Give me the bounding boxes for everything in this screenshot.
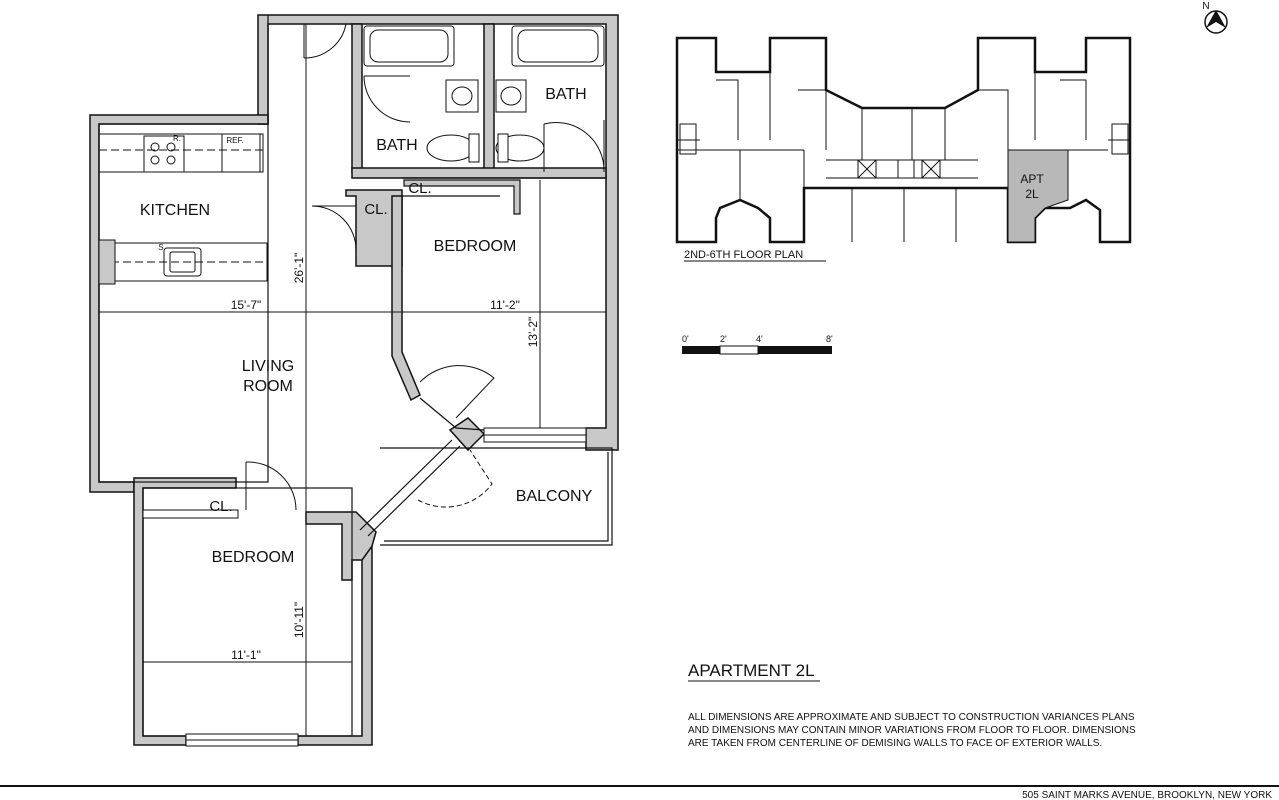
bedroom-width-dim: 11'-2" [490,298,520,312]
scale-tick-4: 4' [756,334,763,344]
range-label: R. [173,134,181,143]
dimension-lines [99,24,606,736]
room-labels: KITCHEN LIVING ROOM BEDROOM BEDROOM BATH… [140,86,593,566]
scale-tick-8: 8' [826,334,833,344]
scale-tick-0: 0' [682,334,689,344]
living-width-dim: 15'-7" [231,298,262,312]
kitchen-label: KITCHEN [140,202,210,219]
door-swings [245,23,605,511]
bedroom-main-label: BEDROOM [434,238,517,255]
disclaimer-line-3: ARE TAKEN FROM CENTERLINE OF DEMISING WA… [688,738,1102,749]
windows [142,427,587,747]
key-plan-apt-label-line1: APT [1020,172,1044,186]
kitchen-counters [98,133,268,285]
apartment-title: APARTMENT 2L [688,661,815,680]
closet-top-label: CL. [408,180,431,197]
bath-fixtures [363,25,605,163]
living-room-label-line1: LIVING [242,358,294,375]
balcony-label: BALCONY [516,488,593,505]
key-plan [675,36,1132,244]
lower-bedroom-width-dim: 11'-1" [231,648,261,662]
disclaimer-line-2: AND DIMENSIONS MAY CONTAIN MINOR VARIATI… [688,725,1136,736]
living-room-label-line2: ROOM [243,378,293,395]
address-line: 505 SAINT MARKS AVENUE, BROOKLYN, NEW YO… [1022,790,1272,800]
living-depth-dim: 26'-1" [292,253,306,284]
sink-label: S. [158,243,166,252]
lower-bedroom-depth-dim: 10'-11" [292,602,306,638]
key-plan-title: 2ND-6TH FLOOR PLAN [684,249,803,261]
scale-tick-2: 2' [720,334,727,344]
disclaimer-line-1: ALL DIMENSIONS ARE APPROXIMATE AND SUBJE… [688,712,1135,723]
dimension-labels: 15'-7" 26'-1" 11'-2" 13'-2" 11'-1" 10'-1… [231,253,540,662]
bath-left-label: BATH [376,137,417,154]
north-arrow-icon: N [1202,1,1228,34]
scale-bar: 0' 2' 4' 8' [682,334,833,355]
bedroom-depth-dim: 13'-2" [526,317,540,348]
closet-mid-label: CL. [364,201,387,218]
bath-right-label: BATH [545,86,586,103]
north-label: N [1202,1,1209,12]
closet-low-label: CL. [209,498,232,515]
refrigerator-label: REF. [226,136,243,145]
apt-2l-highlight [1007,149,1069,243]
key-plan-apt-label-line2: 2L [1025,187,1039,201]
bedroom-lower-label: BEDROOM [212,549,295,566]
